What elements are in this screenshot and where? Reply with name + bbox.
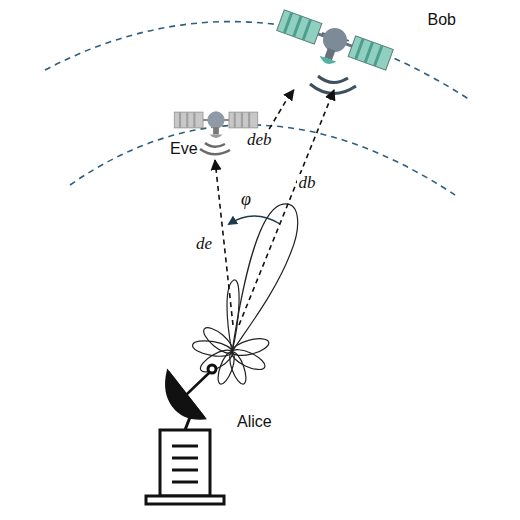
node-label: Alice (237, 413, 272, 431)
ground-station-node: Alice (140, 325, 290, 510)
ground-station (146, 365, 224, 504)
distance-arrow (239, 90, 334, 325)
angle-label: φ (240, 190, 252, 210)
orbit-arc (45, 22, 470, 100)
orbit-arc (70, 125, 455, 195)
distance-label: de (194, 235, 214, 254)
satellite-node: Eve (170, 98, 260, 160)
distance-arrow (215, 160, 233, 325)
node-label: Eve (170, 140, 198, 158)
satellite-node: Bob (285, 5, 460, 90)
satellite-bob (272, 9, 394, 83)
distance-label: db (297, 174, 318, 193)
signal-waves (200, 143, 230, 154)
beam-pattern (191, 204, 297, 386)
distance-label: deb (245, 131, 274, 150)
angle-arc (229, 216, 280, 224)
node-label: Bob (428, 11, 456, 29)
